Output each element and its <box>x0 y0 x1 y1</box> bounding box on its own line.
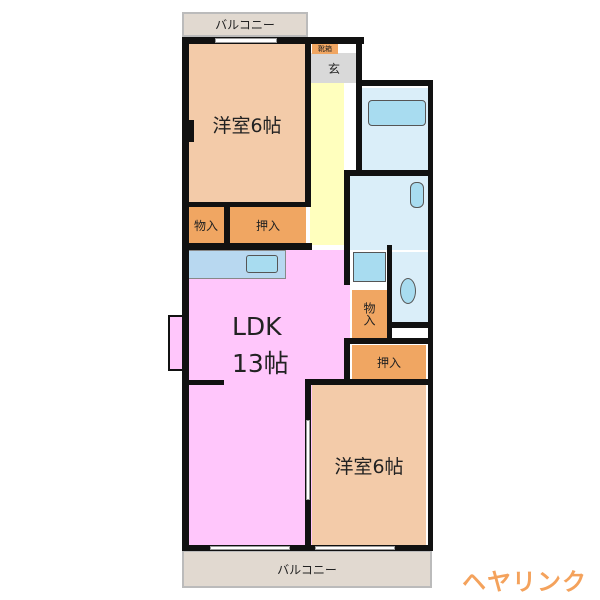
western-room-2: 洋室6帖 <box>312 385 426 545</box>
balcony-top: バルコニー <box>182 12 308 37</box>
closet-2-label: 物入 <box>362 302 376 326</box>
wall <box>305 37 311 207</box>
wall <box>392 322 432 328</box>
western-room-1: 洋室6帖 <box>188 44 306 204</box>
oshiire-2: 押入 <box>352 345 426 379</box>
wall <box>344 338 432 344</box>
window <box>210 546 290 550</box>
wall <box>356 80 433 86</box>
oshiire-1: 押入 <box>230 207 306 243</box>
window <box>315 546 395 550</box>
ldk-name: LDK <box>232 312 282 341</box>
entrance: 玄 <box>310 53 358 83</box>
kitchen-sink-icon <box>246 255 278 273</box>
toilet-icon <box>400 278 416 304</box>
yarink-logo: ヘヤリンク <box>462 568 587 596</box>
sink-icon <box>410 182 424 208</box>
wall <box>182 37 189 549</box>
wall <box>356 37 362 83</box>
wall <box>224 205 230 245</box>
wall <box>344 338 350 383</box>
corridor <box>310 83 344 245</box>
wall <box>428 80 433 550</box>
shoe-box: 靴箱 <box>312 44 338 54</box>
wall <box>356 80 362 170</box>
bathtub-icon <box>368 100 426 126</box>
wall <box>182 380 224 385</box>
wall <box>182 120 194 142</box>
window <box>215 38 277 43</box>
wall <box>344 170 350 285</box>
closet-1: 物入 <box>188 207 224 243</box>
wall <box>344 170 428 176</box>
ldk-size: 13帖 <box>232 349 289 378</box>
wall <box>182 202 310 207</box>
washer-icon <box>353 252 386 282</box>
balcony-bottom: バルコニー <box>182 550 432 588</box>
wall <box>387 245 392 340</box>
closet-2: 物入 <box>352 290 387 338</box>
wall <box>182 545 433 551</box>
bay-window <box>168 315 184 371</box>
wall <box>182 243 312 250</box>
sliding-door <box>306 420 310 500</box>
wall <box>305 379 432 385</box>
